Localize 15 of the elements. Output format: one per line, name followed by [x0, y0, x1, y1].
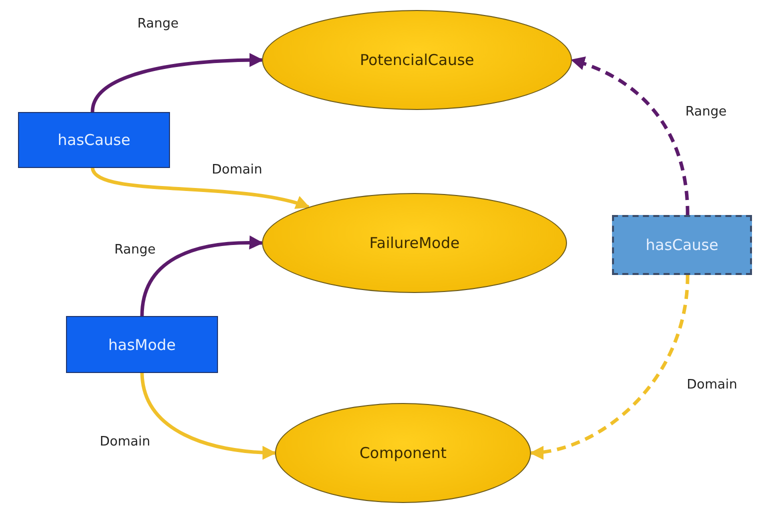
node-label: hasCause [58, 131, 130, 149]
node-label: FailureMode [369, 234, 460, 252]
arrow [140, 236, 264, 316]
node-label: PotencialCause [360, 51, 474, 69]
arrow [90, 53, 264, 112]
node-label: hasCause [646, 236, 718, 254]
property-box [66, 316, 218, 373]
arrow [90, 167, 310, 210]
dashed-property-box [612, 215, 752, 275]
property-box [18, 112, 170, 168]
arrow [140, 372, 276, 460]
arrow [570, 57, 690, 216]
arrow [530, 274, 690, 459]
node-label: Component [359, 444, 447, 462]
node-label: hasMode [108, 336, 176, 354]
